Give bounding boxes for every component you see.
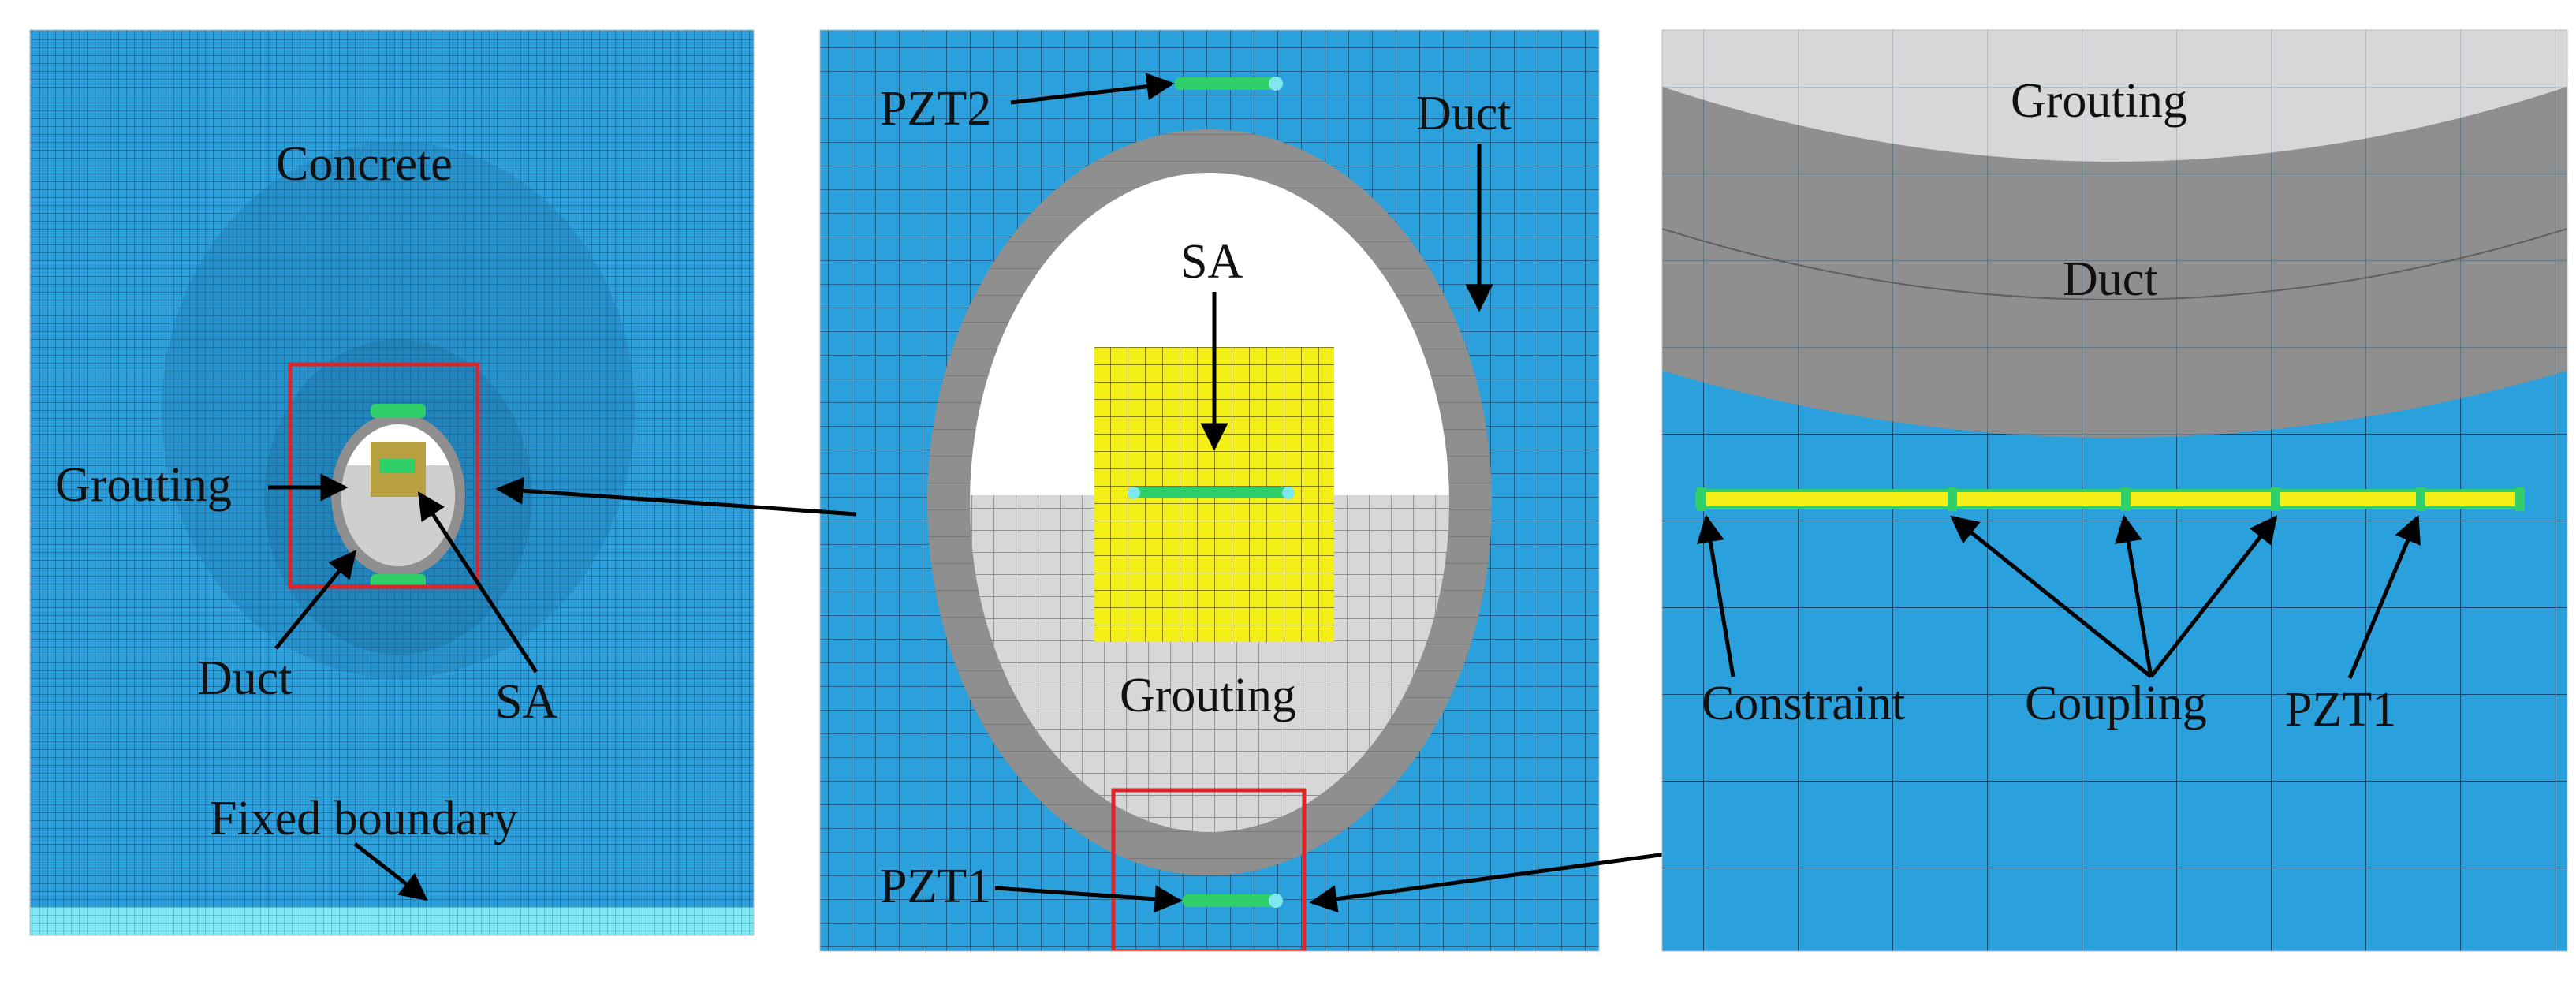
arrow-sa-left [417,491,539,674]
label-duct-mid: Duct [1416,87,1512,140]
label-sa-mid: SA [1180,235,1243,289]
left-panel-full-model [30,30,754,935]
pzt2-element-mid [1175,77,1277,90]
label-grouting-left: Grouting [55,458,232,512]
label-grouting-right: Grouting [2011,74,2187,128]
label-concrete: Concrete [276,137,453,191]
zoom-highlight-box-mid [1111,788,1307,951]
label-pzt1-mid: PZT1 [880,860,991,913]
arrow-constraint [1696,514,1735,677]
arrow-pzt1-right [2347,514,2421,679]
arrow-coupling-1 [1950,515,2153,678]
coupling-nodes [1697,487,2525,511]
label-sa-left: SA [495,675,557,729]
zoom-highlight-box [288,362,480,589]
pzt1-element-right [1697,491,2522,508]
sa-element-mid [1132,487,1290,498]
label-duct-right: Duct [2063,252,2158,306]
pzt2-marker-small [371,404,426,418]
arrow-pzt1-mid [994,885,1183,913]
arrow-duct-left [274,550,357,650]
label-coupling: Coupling [2025,677,2207,730]
pzt1-element-mid [1183,894,1277,907]
arrow-zoom-left-to-mid [495,476,857,517]
right-panel-pzt-detail [1662,30,2567,951]
label-grouting-mid: Grouting [1120,669,1296,722]
label-duct-left: Duct [197,651,293,705]
arrow-pzt2 [1010,73,1175,105]
label-pzt1-right: PZT1 [2285,683,2396,737]
label-pzt2: PZT2 [880,82,991,136]
middle-panel-duct-detail [820,30,1599,951]
arrow-coupling-3 [2149,515,2278,678]
arrow-fixed-boundary [353,842,428,901]
label-constraint: Constraint [1702,677,1905,730]
arrow-coupling-2 [2114,514,2153,677]
label-fixed-boundary: Fixed boundary [210,792,518,845]
